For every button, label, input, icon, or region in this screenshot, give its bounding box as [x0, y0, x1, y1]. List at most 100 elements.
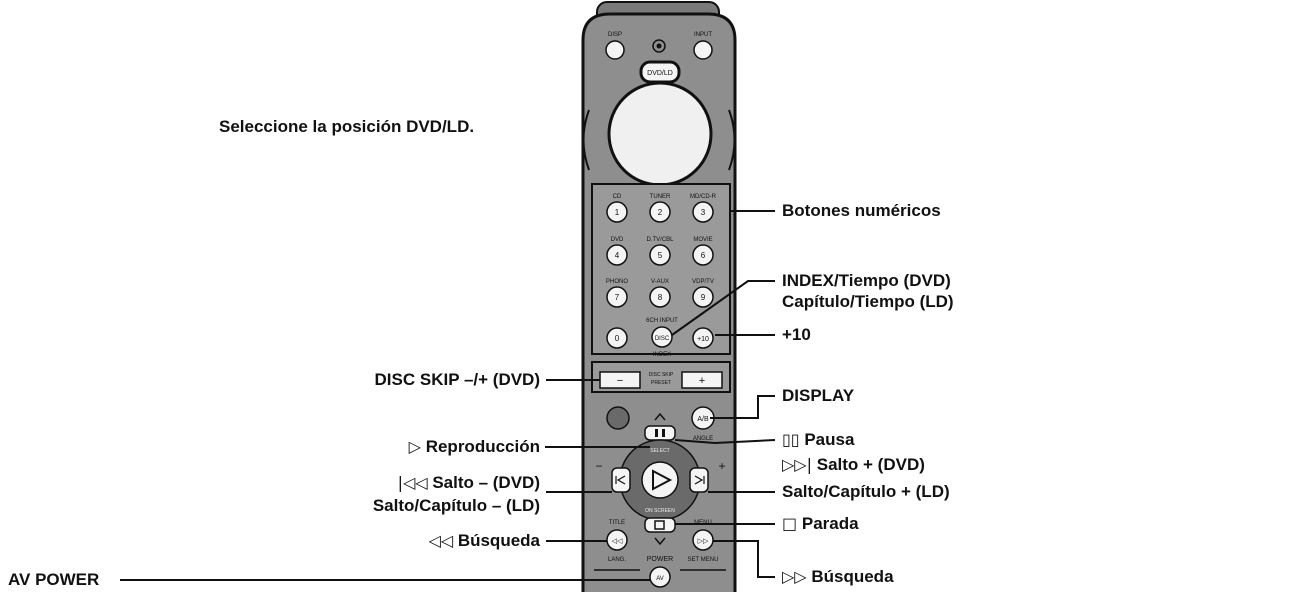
label-disc-skip: DISC SKIP –/+ (DVD)	[374, 370, 540, 389]
label-search-forward-text: Búsqueda	[811, 567, 894, 586]
numeric-key-label: 4	[615, 251, 620, 260]
disc-skip-plus-label: +	[699, 375, 705, 387]
stop-button[interactable]	[644, 517, 676, 533]
input-button-caption: INPUT	[694, 32, 712, 38]
plus10-button-label: +10	[697, 336, 709, 343]
numeric-key-1[interactable]	[606, 201, 628, 223]
numeric-key-caption: MOVIE	[693, 237, 712, 243]
numeric-key-7[interactable]	[606, 286, 628, 308]
skip-minus-button[interactable]	[611, 467, 631, 493]
power-caption: POWER	[647, 556, 673, 563]
skip-minus-glyph-icon: |◁◁	[397, 473, 428, 492]
zero-button-label: 0	[615, 334, 620, 343]
search-forward-button-label: ▷▷	[698, 537, 709, 545]
label-skip-plus-ld: Salto/Capítulo + (LD)	[782, 482, 950, 501]
numeric-key-9[interactable]	[692, 286, 714, 308]
up-arrow-icon	[654, 412, 666, 421]
leader-search-forward	[713, 540, 775, 578]
label-skip-minus-dvd: |◁◁ Salto – (DVD)	[280, 473, 540, 493]
numeric-key-caption: VDP/TV	[692, 279, 714, 285]
ir-sensor-icon	[652, 39, 666, 53]
select-caption: SELECT	[650, 448, 669, 454]
label-pause-text: Pausa	[804, 430, 855, 449]
numeric-key-label: 6	[701, 251, 706, 260]
skip-plus-button[interactable]	[689, 467, 709, 493]
numeric-key-4[interactable]	[606, 244, 628, 266]
label-stop-text: Parada	[801, 514, 859, 533]
av-power-button-label: AV	[656, 576, 664, 582]
disc-index-button[interactable]	[651, 326, 673, 348]
onscreen-caption: ON SCREEN	[645, 508, 675, 514]
label-pause: ▯▯ Pausa	[782, 430, 854, 450]
numeric-key-caption: CD	[613, 194, 622, 200]
stop-glyph-icon: □	[782, 514, 798, 533]
leader-lines	[120, 210, 776, 581]
right-plus-mark: +	[718, 459, 725, 473]
pause-glyph-icon: ▯▯	[782, 430, 800, 449]
title-caption: TITLE	[609, 520, 625, 526]
disc-skip-minus-label: −	[617, 375, 623, 387]
pause-icon	[655, 429, 665, 437]
play-icon	[652, 469, 673, 491]
numeric-keys-group: CD1TUNER2MD/CD-R3DVD4D.TV/CBL5MOVIE6PHON…	[606, 194, 717, 308]
label-skip-plus-dvd-text: Salto + (DVD)	[816, 455, 925, 474]
numeric-key-2[interactable]	[649, 201, 671, 223]
disp-button[interactable]	[605, 40, 625, 60]
numeric-key-8[interactable]	[649, 286, 671, 308]
leader-display	[710, 395, 775, 419]
label-av-power: AV POWER	[8, 570, 100, 589]
ir-sensor-inner	[656, 43, 662, 49]
search-reverse-button-label: ◁◁	[612, 537, 623, 545]
zero-button[interactable]	[606, 327, 628, 349]
down-arrow-icon	[654, 537, 666, 546]
disc-skip-caption: DISC SKIP	[649, 372, 674, 378]
numeric-key-3[interactable]	[692, 201, 714, 223]
label-search-reverse: ◁◁ Búsqueda	[300, 531, 540, 551]
search-reverse-glyph-icon: ◁◁	[428, 531, 454, 550]
pause-button[interactable]	[644, 425, 676, 441]
skip-plus-icon	[694, 475, 705, 485]
dvd-ld-button-label: DVD/LD	[647, 70, 673, 77]
angle-caption: ANGLE	[693, 436, 713, 442]
label-numeric-buttons: Botones numéricos	[782, 201, 941, 220]
numeric-key-label: 8	[658, 293, 663, 302]
left-minus-mark: −	[595, 459, 602, 473]
plus10-button[interactable]	[692, 327, 714, 349]
label-play: ▷ Reproducción	[300, 437, 540, 457]
lang-caption: LANG.	[608, 557, 626, 563]
label-display: DISPLAY	[782, 386, 855, 405]
leader-index	[671, 280, 775, 336]
numeric-key-label: 7	[615, 293, 620, 302]
numeric-key-caption: DVD	[611, 237, 624, 243]
numeric-key-caption: TUNER	[650, 194, 671, 200]
disc-index-button-label: DISC	[655, 336, 670, 342]
label-skip-plus-dvd: ▷▷| Salto + (DVD)	[782, 455, 925, 475]
numeric-key-label: 9	[701, 293, 706, 302]
leader-pause	[674, 439, 776, 445]
index-caption: INDEX	[653, 352, 671, 358]
label-plus10: +10	[782, 325, 811, 344]
label-select-position: Seleccione la posición DVD/LD.	[219, 117, 475, 136]
remote-side-grip-left	[582, 109, 590, 171]
label-skip-minus-dvd-text: Salto – (DVD)	[432, 473, 540, 492]
mode-button[interactable]	[606, 406, 630, 430]
setmenu-caption: SET MENU	[688, 557, 719, 563]
skip-plus-glyph-icon: ▷▷|	[782, 455, 812, 474]
disc-skip-plus-button[interactable]	[681, 371, 723, 389]
label-search-forward: ▷▷ Búsqueda	[782, 567, 894, 587]
label-index-time-dvd: INDEX/Tiempo (DVD)	[782, 271, 951, 290]
av-power-button[interactable]	[649, 566, 671, 588]
disp-button-caption: DISP	[608, 32, 622, 38]
jog-dial[interactable]	[607, 81, 713, 187]
numeric-key-label: 5	[658, 251, 663, 260]
input-button[interactable]	[693, 40, 713, 60]
search-forward-glyph-icon: ▷▷	[782, 567, 807, 586]
numeric-key-5[interactable]	[649, 244, 671, 266]
label-search-reverse-text: Búsqueda	[457, 531, 540, 550]
play-button[interactable]	[641, 461, 679, 499]
numeric-key-6[interactable]	[692, 244, 714, 266]
numeric-key-caption: MD/CD-R	[690, 194, 717, 200]
label-chapter-time-ld: Capítulo/Tiempo (LD)	[782, 292, 954, 311]
label-skip-minus-ld: Salto/Capítulo – (LD)	[372, 496, 540, 515]
